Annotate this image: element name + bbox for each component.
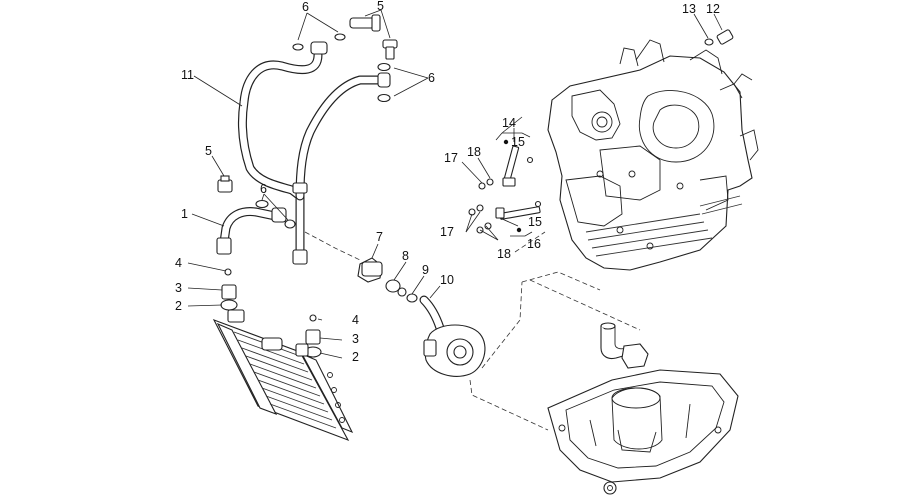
callout-6-top: 6 [302,0,309,14]
hose-10 [419,295,445,333]
callout-9: 9 [422,263,429,277]
callout-14: 14 [502,116,516,130]
callout-labels: 6 5 13 12 11 6 14 15 17 18 5 6 1 7 15 17… [175,0,720,364]
callout-15-lower-dot [516,227,522,233]
callout-7: 7 [376,230,383,244]
fittings-left [220,268,238,311]
oil-pickup-tube [600,322,649,369]
fittings-right [304,314,322,358]
bolts-upper-group [478,132,534,190]
callout-3-left: 3 [175,281,182,295]
callout-6-right: 6 [428,71,435,85]
callout-10: 10 [440,273,454,287]
radiator-fins [233,331,337,429]
oil-sump-pan [547,369,739,495]
hose-1 [216,207,287,255]
callout-2-right: 2 [352,350,359,364]
callout-5-left: 5 [205,144,212,158]
callout-1: 1 [181,207,188,221]
thermostat-assembly [357,257,418,303]
fittings-upper [217,14,398,229]
oil-pump [423,324,486,377]
callout-15-upper-dot [503,139,509,145]
callout-11: 11 [181,68,194,82]
callout-3-right: 3 [352,332,359,346]
oil-cooler-radiator [212,309,354,442]
callout-4-right: 4 [352,313,359,327]
bolts-lower-group [468,200,542,237]
callout-6-left: 6 [260,182,267,196]
callout-13: 13 [682,2,696,16]
callout-17-upper: 17 [444,151,458,165]
assembly-dashed-lines [304,231,641,431]
hose-11 [237,41,391,265]
callout-15-upper: 15 [511,135,525,149]
callout-16: 16 [527,237,541,251]
callout-8: 8 [402,249,409,263]
callout-12: 12 [706,2,720,16]
callout-18-lower: 18 [497,247,511,261]
engine-crankcase [547,29,759,271]
callout-18-upper: 18 [467,145,481,159]
callout-2-left: 2 [175,299,182,313]
leader-lines [187,9,723,359]
callout-15-lower: 15 [528,215,542,229]
callout-4-left: 4 [175,256,182,270]
callout-5-top: 5 [377,0,384,13]
callout-17-lower: 17 [440,225,454,239]
